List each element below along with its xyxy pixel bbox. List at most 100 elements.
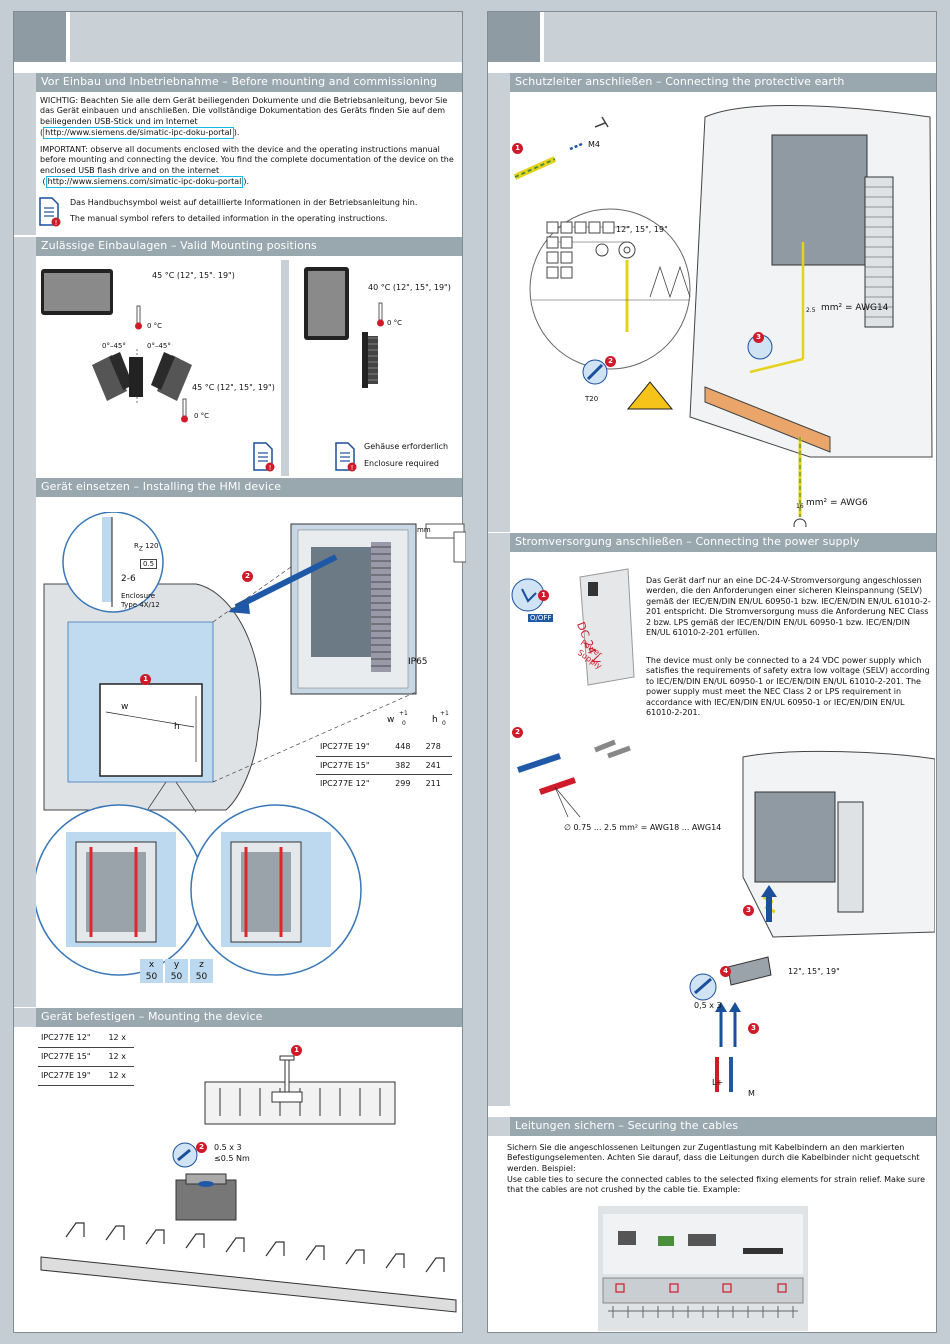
m-label: M <box>748 1089 755 1098</box>
installation-diagram <box>36 512 466 976</box>
power-text-en: The device must only be connected to a 2… <box>646 656 930 718</box>
wire-ferrule-diagram <box>517 739 631 818</box>
section-title: Schutzleiter anschließen – Connecting th… <box>515 75 845 88</box>
cell: 382 <box>391 755 422 774</box>
step-badge: 2 <box>512 727 523 738</box>
cell: 448 <box>395 742 411 752</box>
clamp-count-table: IPC277E 12"12 x IPC277E 15"12 x IPC277E … <box>38 1028 134 1086</box>
step-badge: 3 <box>743 905 754 916</box>
section-mounting-positions: Zulässige Einbaulagen – Valid Mounting p… <box>14 237 462 256</box>
sizes-label: 12", 15", 19" <box>616 225 668 234</box>
doku-portal-link-en[interactable]: http://www.siemens.com/simatic-ipc-doku-… <box>45 176 244 188</box>
thermometer-icon <box>181 398 188 423</box>
wire-gauge-label: ∅ 0.75 ... 2.5 mm² = AWG18 ... AWG14 <box>564 823 722 832</box>
manual-icon: ! <box>335 442 357 472</box>
right-header-number-block <box>488 12 540 62</box>
thickness-label: 2-6 <box>121 574 136 584</box>
cell: IPC277E 12" <box>316 773 392 792</box>
temp-tilted: 45 °C (12", 15", 19") <box>192 383 275 392</box>
cell: IPC277E 12" <box>38 1028 106 1048</box>
screw-size: 0.5 x 3 <box>214 1143 242 1152</box>
section-side-bar <box>14 497 36 1007</box>
section-title: Vor Einbau und Inbetriebnahme – Before m… <box>41 75 438 88</box>
section-title: Leitungen sichern – Securing the cables <box>515 1119 739 1132</box>
doku-portal-link-de[interactable]: http://www.siemens.de/simatic-ipc-doku-p… <box>43 127 234 139</box>
cables-text-en: Use cable ties to secure the connected c… <box>507 1175 926 1195</box>
warning-text-de: WICHTIG: Beachten Sie alle dem Gerät bei… <box>40 96 448 139</box>
clamp-tighten-diagram <box>40 1173 457 1313</box>
screw-size: 0,5 x 3 <box>694 1001 722 1010</box>
tilted-mounting-diagram <box>92 349 192 405</box>
angle-left-label: 0°–45° <box>102 342 126 350</box>
cell: IPC277E 15" <box>38 1047 106 1067</box>
step-badge: 4 <box>720 966 731 977</box>
left-header-title-block <box>70 12 462 62</box>
step-badge: 2 <box>242 571 253 582</box>
flatness-label: 0.5 <box>140 559 158 569</box>
wire-size-awg6: mm² = AWG6 <box>806 498 868 508</box>
step-badge: 1 <box>291 1045 302 1056</box>
section-protective-earth: Schutzleiter anschließen – Connecting th… <box>488 73 936 92</box>
cell: IPC277E 19" <box>320 742 370 752</box>
step-badge: 3 <box>748 1023 759 1034</box>
screwdriver-icon <box>172 1142 198 1168</box>
left-panel: Vor Einbau und Inbetriebnahme – Before m… <box>13 11 466 1333</box>
section-installing: Gerät einsetzen – Installing the HMI dev… <box>14 478 462 497</box>
cell: 241 <box>421 755 452 774</box>
power-connect-diagram <box>689 750 935 1092</box>
h-label: h <box>174 722 180 732</box>
cell: 278 <box>425 742 441 752</box>
tolerance: 0 <box>402 720 406 727</box>
ip-rating: IP65 <box>408 657 428 667</box>
tolerance: +1 <box>440 710 449 717</box>
power-switch-diagram <box>511 568 635 686</box>
svg-text:!: ! <box>351 464 354 472</box>
section-side-bar <box>488 92 510 532</box>
torx-label: T20 <box>585 395 599 403</box>
enclosure-required-en: Enclosure required <box>364 459 439 468</box>
enclosure-label: Enclosure <box>121 592 156 600</box>
section-title: Stromversorgung anschließen – Connecting… <box>515 535 860 548</box>
step-badge: 1 <box>140 674 151 685</box>
cell: 211 <box>421 773 452 792</box>
left-header <box>14 12 462 62</box>
wire-size-pre: 2.5 <box>806 307 816 314</box>
table-row: IPC277E 12"12 x <box>38 1028 134 1048</box>
cell: 12 x <box>105 1047 134 1067</box>
temp-portrait: 40 °C (12", 15", 19") <box>368 283 451 292</box>
lplus-label: L+ <box>712 1078 724 1087</box>
step-badge: 1 <box>538 590 549 601</box>
left-header-number-block <box>14 12 66 62</box>
temp-zero: 0 °C <box>147 322 163 330</box>
section-securing-cables: Leitungen sichern – Securing the cables <box>488 1117 936 1136</box>
step-badge: 2 <box>605 356 616 367</box>
manual-icon: ! <box>39 197 61 227</box>
step-badge: 3 <box>753 332 764 343</box>
right-header <box>488 12 936 62</box>
cell: IPC277E 15" <box>316 755 392 774</box>
section-side-bar <box>14 92 36 235</box>
section-before-mounting: Vor Einbau und Inbetriebnahme – Before m… <box>14 73 462 92</box>
step-badge: 1 <box>512 143 523 154</box>
wire-size-pre: 16 <box>796 503 804 510</box>
section-mounting-device: Gerät befestigen – Mounting the device <box>14 1008 462 1027</box>
svg-text:!: ! <box>55 219 58 227</box>
temp-zero: 0 °C <box>387 319 403 327</box>
step-badge: 2 <box>196 1142 207 1153</box>
table-row: IPC277E 19" 448 278 <box>316 738 452 756</box>
power-text-de: Das Gerät darf nur an eine DC-24-V-Strom… <box>646 576 931 638</box>
hmi-side-view <box>362 332 378 388</box>
cell: IPC277E 19" <box>38 1066 106 1086</box>
mm-label: mm <box>417 526 431 534</box>
sizes-label: 12", 15", 19" <box>788 967 840 976</box>
earth-connection-diagram <box>513 104 933 527</box>
col-head-w: w <box>387 715 395 725</box>
right-panel: Schutzleiter anschließen – Connecting th… <box>487 11 937 1333</box>
section-title: Gerät einsetzen – Installing the HMI dev… <box>41 480 282 493</box>
onoff-label: O/OFF <box>528 614 554 622</box>
